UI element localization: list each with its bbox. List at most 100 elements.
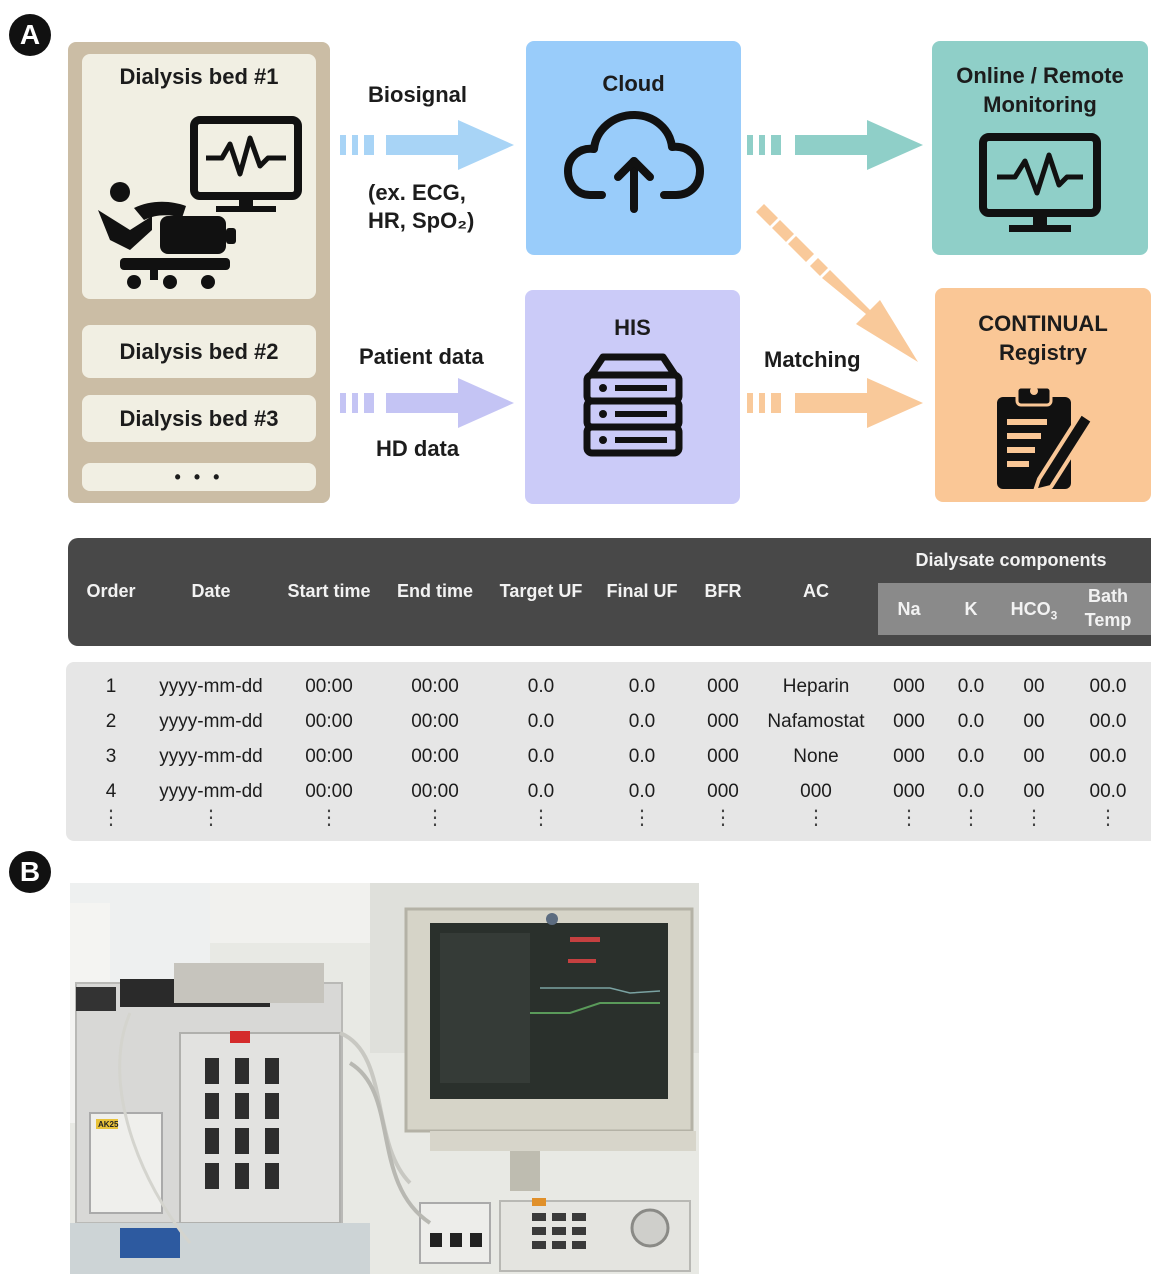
table-cell: 0.0	[628, 711, 656, 732]
cloud-node: Cloud	[526, 41, 741, 255]
table-cell: 00	[1023, 711, 1045, 732]
equipment-illustration: AK25	[70, 883, 699, 1274]
table-continuation-dots: ⋮	[961, 807, 981, 829]
table-cell: 000	[707, 746, 739, 767]
table-cell: 00:00	[305, 676, 353, 697]
matching-label: Matching	[764, 347, 861, 372]
table-cell: 0.0	[628, 746, 656, 767]
table-cell: 00	[1023, 781, 1045, 802]
header-target-uf: Target UF	[499, 581, 583, 601]
table-cell: 0.0	[628, 781, 656, 802]
biosignal-examples-line2: HR, SpO₂)	[368, 208, 475, 233]
biosignal-arrow	[340, 120, 514, 170]
dialysis-bed-3-label: Dialysis bed #3	[119, 405, 279, 431]
table-cell: 000	[707, 781, 739, 802]
patient-data-label: Patient data	[359, 344, 484, 369]
clipboard-icon	[997, 385, 1095, 493]
table-cell: 000	[893, 781, 925, 802]
dialysis-equipment-photo: AK25	[70, 883, 699, 1274]
header-date: Date	[191, 581, 231, 601]
table-cell: 1	[105, 676, 117, 697]
table-cell: 0.0	[527, 676, 555, 697]
header-hco3: HCO3	[1010, 599, 1058, 623]
panel-label-a: A	[9, 14, 51, 56]
ak25-sticker-text: AK25	[98, 1120, 119, 1129]
table-cell: 0.0	[628, 676, 656, 697]
dialysis-bed-2-label: Dialysis bed #2	[119, 338, 279, 364]
table-continuation-dots: ⋮	[101, 807, 121, 829]
table-cell: 0.0	[957, 781, 985, 802]
biosignal-label: Biosignal	[368, 82, 468, 107]
cloud-node-title: Cloud	[602, 71, 665, 96]
header-start-time: Start time	[287, 581, 371, 601]
cloud-upload-icon	[563, 111, 704, 213]
table-cell: 000	[800, 781, 832, 802]
table-continuation-dots: ⋮	[713, 807, 733, 829]
table-cell: yyyy-mm-dd	[159, 781, 263, 802]
table-cell: 00:00	[305, 711, 353, 732]
registry-title-line1: CONTINUAL	[978, 311, 1108, 336]
registry-node: CONTINUAL Registry	[935, 288, 1151, 502]
table-cell: 00:00	[305, 746, 353, 767]
table-cell: 000	[893, 676, 925, 697]
panel-label-b: B	[9, 851, 51, 893]
table-cell: yyyy-mm-dd	[159, 676, 263, 697]
table-cell: yyyy-mm-dd	[159, 746, 263, 767]
hd-data-label: HD data	[376, 436, 460, 461]
table-continuation-dots: ⋮	[806, 807, 826, 829]
patient-chair-icon	[98, 182, 236, 289]
table-cell: 00	[1023, 746, 1045, 767]
header-final-uf: Final UF	[606, 581, 678, 601]
dialysis-bed-3-card: Dialysis bed #3	[82, 395, 316, 442]
header-k: K	[964, 599, 978, 619]
table-continuation-dots: ⋮	[425, 807, 445, 829]
table-continuation-dots: ⋮	[201, 807, 221, 829]
cloud-to-monitoring-arrow	[747, 120, 923, 170]
more-beds-ellipsis: • • •	[174, 466, 224, 487]
table-cell: 0.0	[957, 746, 985, 767]
dialysis-bed-2-card: Dialysis bed #2	[82, 325, 316, 378]
table-cell: 2	[105, 711, 117, 732]
table-continuation-dots: ⋮	[632, 807, 652, 829]
table-cell: 00.0	[1089, 781, 1127, 802]
table-continuation-dots: ⋮	[899, 807, 919, 829]
monitoring-node: Online / Remote Monitoring	[932, 41, 1148, 255]
table-cell: 0.0	[527, 781, 555, 802]
table-cell: 00.0	[1089, 676, 1127, 697]
table-cell: 000	[707, 711, 739, 732]
header-order: Order	[86, 581, 136, 601]
table-cell: 0.0	[527, 711, 555, 732]
table-cell: 00.0	[1089, 746, 1127, 767]
table-cell: Nafamostat	[767, 711, 865, 732]
table-cell: Heparin	[782, 676, 850, 697]
monitoring-title-line1: Online / Remote	[956, 63, 1124, 88]
patient-data-arrow	[340, 378, 514, 428]
registry-title-line2: Registry	[998, 340, 1088, 365]
table-cell: yyyy-mm-dd	[159, 711, 263, 732]
table-cell: 00:00	[411, 711, 459, 732]
table-continuation-dots: ⋮	[531, 807, 551, 829]
table-cell: 000	[893, 711, 925, 732]
monitoring-title-line2: Monitoring	[983, 92, 1097, 117]
table-cell: None	[793, 746, 839, 767]
table-continuation-dots: ⋮	[1098, 807, 1118, 829]
more-beds-card: • • •	[82, 463, 316, 491]
table-cell: 000	[893, 746, 925, 767]
monitor-icon	[979, 133, 1101, 232]
his-node: HIS	[525, 290, 740, 504]
dialysis-bed-1-label: Dialysis bed #1	[119, 64, 279, 89]
table-cell: 0.0	[527, 746, 555, 767]
table-cell: 00:00	[411, 676, 459, 697]
table-cell: 4	[105, 781, 117, 802]
table-cell: 00:00	[305, 781, 353, 802]
table-cell: 3	[105, 746, 117, 767]
table-cell: 00.0	[1089, 711, 1127, 732]
cloud-to-registry-arrow	[756, 204, 918, 362]
header-bath-temp: Bath Temp	[1084, 586, 1132, 630]
header-ac: AC	[803, 581, 829, 601]
table-continuation-dots: ⋮	[1024, 807, 1044, 829]
patient-monitor-illustration	[98, 116, 302, 289]
table-cell: 0.0	[957, 711, 985, 732]
table-cell: 0.0	[957, 676, 985, 697]
